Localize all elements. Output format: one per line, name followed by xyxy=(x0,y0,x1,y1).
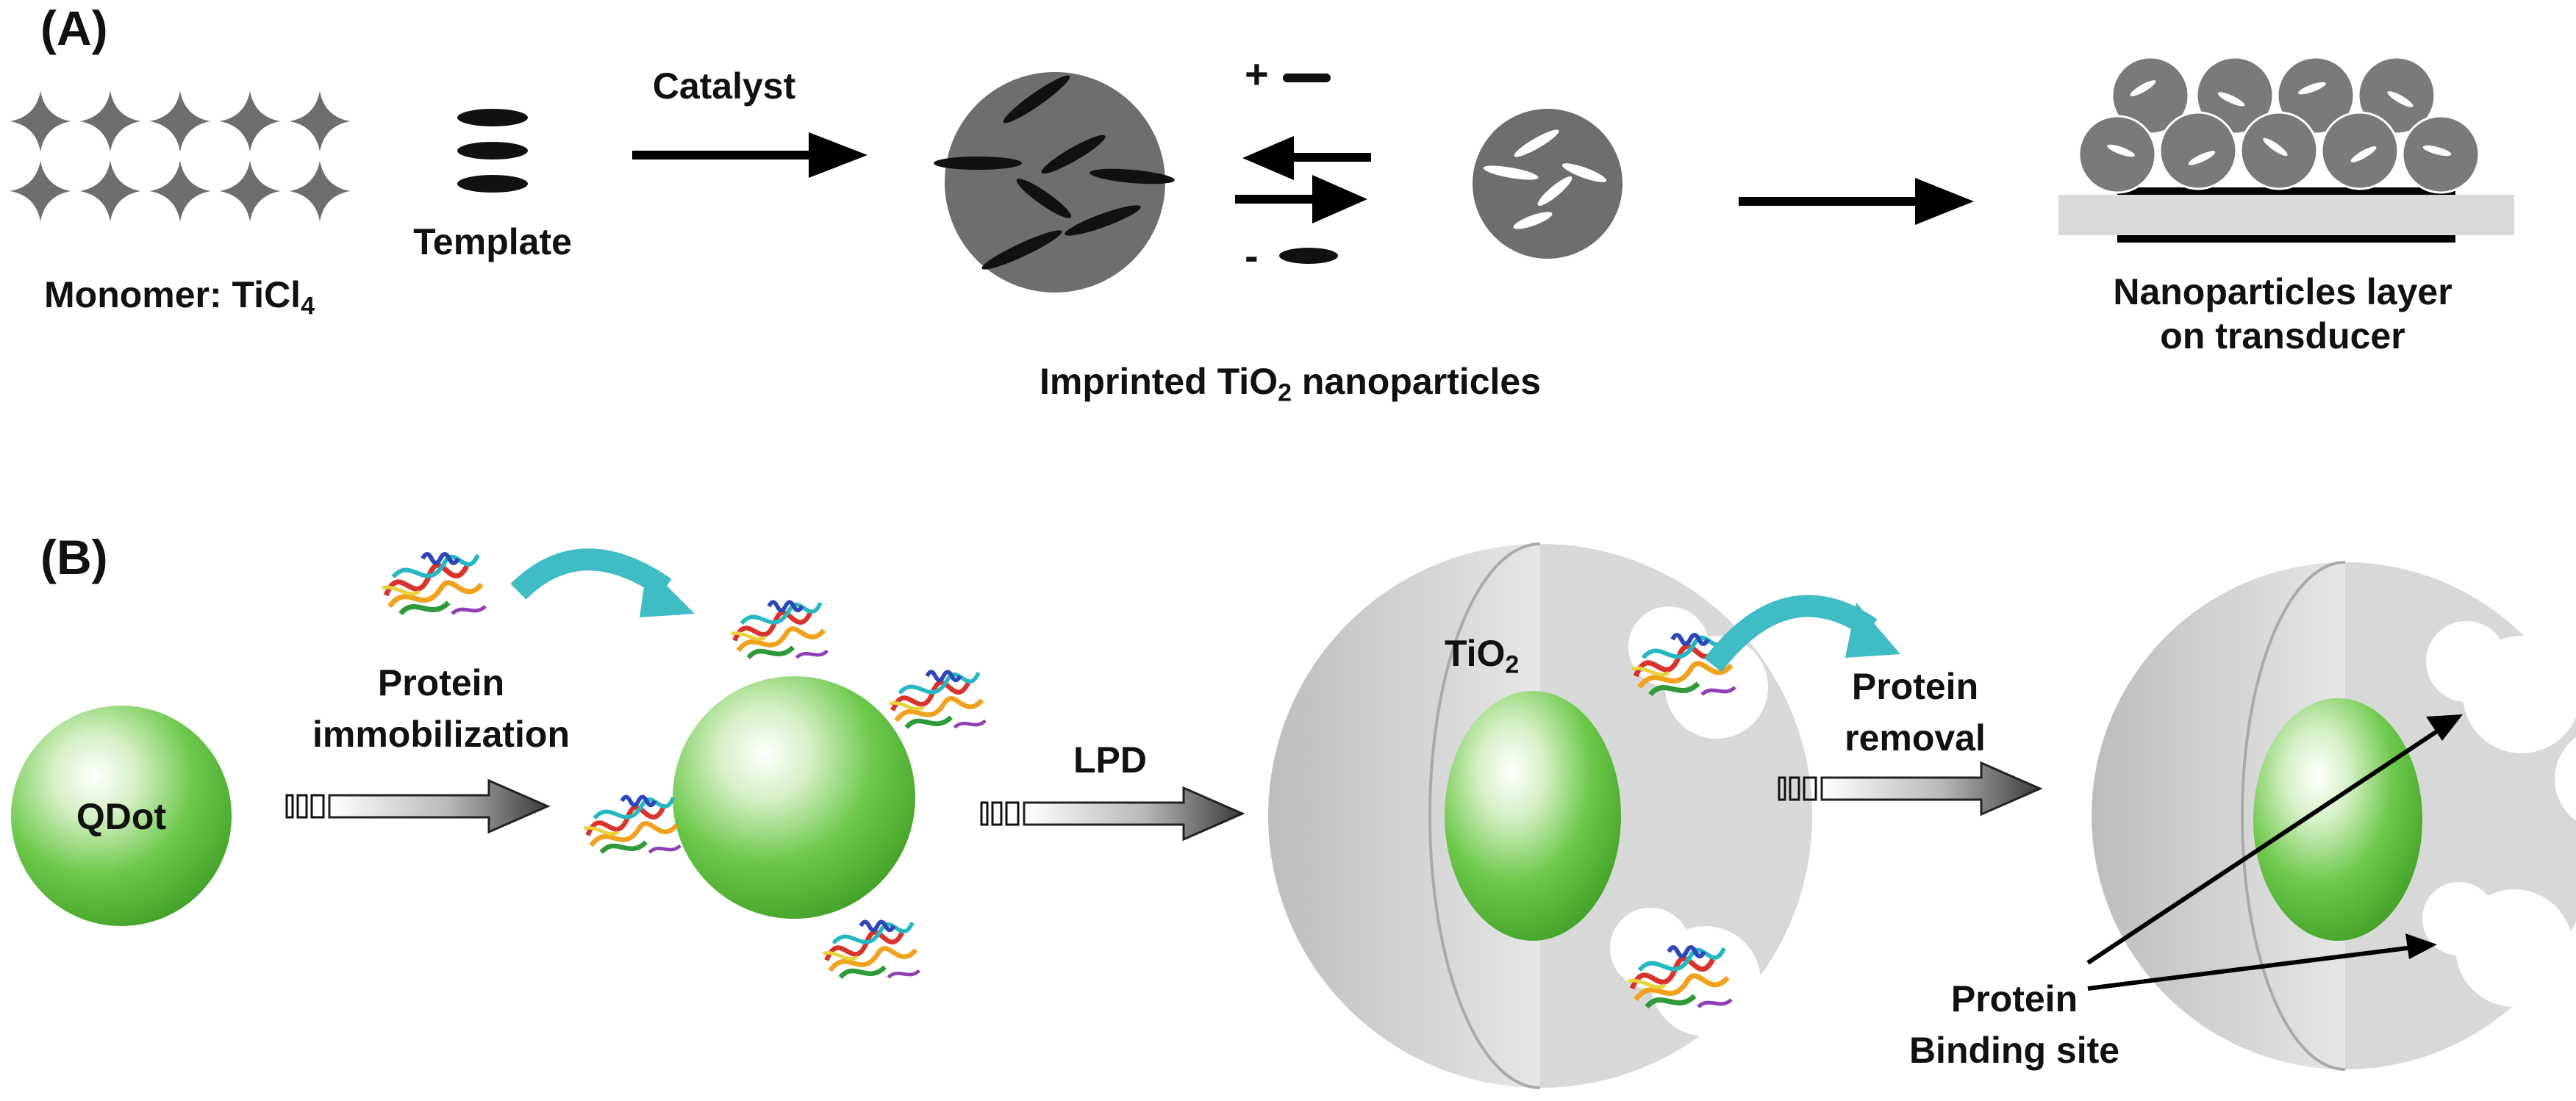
step-removal-line2: removal xyxy=(1845,717,1986,758)
immobilization-arrow xyxy=(285,778,551,834)
imprinted-particle-empty xyxy=(1473,109,1622,259)
bound-protein xyxy=(584,797,681,853)
qdot-core xyxy=(2253,698,2422,941)
monomer-molecule xyxy=(219,90,281,152)
catalyst-arrow xyxy=(632,132,867,178)
bound-protein xyxy=(731,602,828,658)
nanoparticles-layer xyxy=(2078,56,2480,194)
monomer-label: Monomer: TiCl4 xyxy=(44,274,315,320)
binding-curved-arrow xyxy=(510,548,672,600)
step-immobilization-line2: immobilization xyxy=(312,714,570,755)
bound-protein xyxy=(823,922,920,978)
monomer-molecule xyxy=(219,160,281,222)
plus-sign: + xyxy=(1245,51,1269,97)
step-lpd-label: LPD xyxy=(1073,739,1147,781)
minus-sign: - xyxy=(1245,232,1259,279)
qdot-core xyxy=(1445,691,1621,941)
catalyst-label: Catalyst xyxy=(652,65,796,107)
monomer-molecule xyxy=(149,160,211,222)
monomer-molecule xyxy=(289,90,351,152)
layer-label-line1: Nanoparticles layer xyxy=(2113,271,2452,312)
removal-arrow xyxy=(1778,761,2043,817)
panel-a-label: (A) xyxy=(40,1,108,55)
transducer xyxy=(2058,56,2514,243)
layer-label-line2: on transducer xyxy=(2160,315,2405,356)
monomer-grid xyxy=(10,90,351,222)
template-molecules xyxy=(457,109,528,193)
imprinted-particle-filled xyxy=(934,72,1175,293)
removal-curved-arrow xyxy=(1704,595,1878,673)
bound-protein xyxy=(890,672,986,728)
monomer-molecule xyxy=(149,90,211,152)
monomer-molecule xyxy=(79,90,141,152)
transducer-substrate xyxy=(2058,195,2514,235)
step-removal-line1: Protein xyxy=(1851,666,1979,707)
tio2-shell-with-proteins xyxy=(1268,542,1812,1089)
lpd-arrow xyxy=(980,786,1245,842)
binding-site-line1: Protein xyxy=(1950,978,2078,1019)
monomer-molecule xyxy=(10,90,71,152)
equilibrium-arrows xyxy=(1235,73,1371,264)
binding-site-line2: Binding site xyxy=(1908,1030,2120,1071)
template-label: Template xyxy=(413,221,572,262)
qdot-sphere xyxy=(673,676,915,919)
imprinted-shell-empty xyxy=(2092,561,2576,1071)
transfer-arrow xyxy=(1739,178,1974,225)
qdot-with-proteins xyxy=(584,602,986,978)
qdot-sphere xyxy=(11,706,232,926)
free-protein xyxy=(382,554,485,614)
imprinted-nanoparticles-label: Imprinted TiO2 nanoparticles xyxy=(1039,361,1542,407)
binding-site-pointers xyxy=(2086,714,2463,991)
step-immobilization-line1: Protein xyxy=(377,662,505,703)
monomer-molecule xyxy=(289,160,351,222)
monomer-molecule xyxy=(79,160,141,222)
monomer-molecule xyxy=(10,160,71,222)
panel-b-label: (B) xyxy=(40,530,108,584)
tio2-label: TiO2 xyxy=(1445,633,1520,679)
qdot-label: QDot xyxy=(76,796,167,837)
